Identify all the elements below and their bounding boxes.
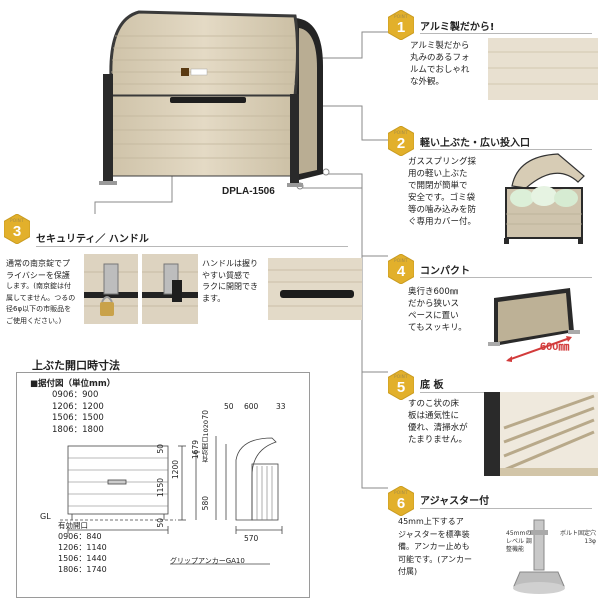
point-6-text: 45mm上下するアジャスターを標準装 備。アンカー止めも可能です。(アンカー 付… [398, 517, 473, 576]
product-main-image [95, 6, 335, 196]
adjuster-label-2: ボルト固定穴 13φ [559, 530, 596, 545]
dim-1200: 1200 [171, 460, 180, 480]
point-4-badge: POINT 4 [388, 254, 414, 284]
point-4-rule [420, 277, 592, 278]
dim-1150: 1150 [156, 478, 165, 498]
model-label: DPLA-1506 [222, 186, 275, 197]
depth-label: 600㎜ [540, 341, 570, 353]
point-1-title: アルミ製だから! [420, 22, 495, 33]
dim-side-50: 50 [224, 402, 234, 411]
anchor-label: グリップアンカーGA10 [170, 557, 245, 565]
point-2-rule [420, 149, 592, 150]
point-6-rule [420, 508, 592, 509]
dimension-subtitle: ■据付図（単位mm） [30, 379, 116, 389]
open-lid-photo [498, 152, 590, 248]
point-3-title: セキュリティ／ ハンドル [36, 234, 149, 245]
dim-50-bottom: 50 [156, 518, 165, 528]
dim-side-70: 70 [201, 410, 210, 420]
point-6-badge: POINT 6 [388, 486, 414, 516]
point-2-text: ガススプリング採用の軽い上ぶた で開閉が簡単で安全です。ゴミ袋 等の噛み込みを防… [408, 157, 477, 227]
point-3-badge: POINT 3 [4, 214, 30, 244]
dimension-box [16, 372, 310, 598]
handle-photo [268, 258, 362, 320]
point-5-title: 底 板 [420, 380, 444, 391]
point-5-badge: POINT 5 [388, 370, 414, 400]
aluminum-panel-photo [488, 38, 598, 100]
gl-label: GL [40, 512, 51, 521]
dim-side-570: 570 [244, 534, 259, 543]
dim-side-33: 33 [276, 402, 286, 411]
point-2-title: 軽い上ぶた・広い投入口 [420, 138, 530, 149]
point-1-rule [420, 33, 592, 34]
point-3-text-lock: 通常の南京錠でプライバシーを保護 します。(南京錠は付属してません。つるの 径6… [6, 259, 76, 325]
point-5-text: すのこ状の床板は通気性に 優れ、清掃水がたまりません。 [408, 399, 468, 445]
dim-side-1020: 有効開口1020 [202, 420, 210, 463]
installation-drawing [60, 436, 283, 565]
adjuster-photo [502, 516, 598, 598]
floor-board-photo [484, 392, 598, 476]
dim-50-top: 50 [156, 444, 165, 454]
dim-side-600: 600 [244, 402, 259, 411]
opening-title: 有効開口 [58, 521, 88, 530]
point-2-badge: POINT 2 [388, 126, 414, 156]
point-1-text: アルミ製だから丸みのあるフォ ルムでおしゃれな外観。 [410, 41, 470, 87]
padlock-photo-2 [142, 254, 198, 324]
point-1-badge: POINT 1 [388, 10, 414, 40]
dim-side-1679: 1679 [191, 440, 200, 460]
point-6-title: アジャスター付 [420, 496, 490, 507]
point-3-text-handle: ハンドルは握りやすい質感で ラクに開閉できます。 [202, 259, 258, 303]
adjuster-label-1: 45mmの レベル 調整機能 [506, 530, 532, 553]
point-3-rule [36, 246, 348, 247]
point-4-title: コンパクト [420, 266, 470, 277]
compact-side-photo [484, 280, 598, 366]
dim-side-580: 580 [201, 496, 210, 511]
dimension-title: 上ぶた開口時寸法 [32, 359, 120, 372]
padlock-photo-1 [84, 254, 138, 324]
